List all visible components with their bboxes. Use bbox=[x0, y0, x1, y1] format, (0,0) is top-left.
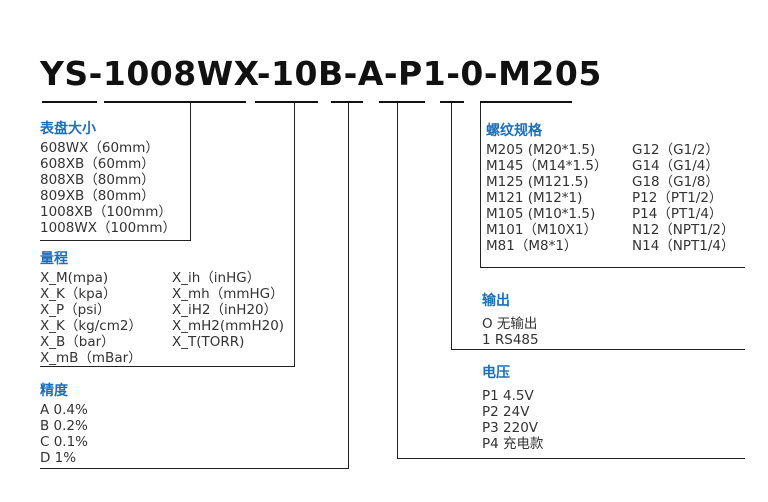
underline-range bbox=[255, 101, 318, 103]
thread-item: M81（M8*1） bbox=[486, 238, 578, 254]
thread-connector-vertical bbox=[480, 103, 482, 268]
range-item: X_ih（inHG） bbox=[172, 270, 261, 286]
accuracy-item: C 0.1% bbox=[40, 434, 89, 450]
voltage-item: P1 4.5V bbox=[482, 388, 534, 404]
model-code: YS-1008WX-10B-A-P1-0-M205 bbox=[40, 54, 602, 93]
accuracy-item: D 1% bbox=[40, 450, 77, 466]
range-item: X_M(mpa) bbox=[40, 270, 109, 286]
range-item: X_mH2(mmH20) bbox=[172, 318, 285, 334]
thread-item: M145（M14*1.5） bbox=[486, 158, 608, 174]
range-item: X_B（bar） bbox=[40, 334, 115, 350]
range-section: 量程 X_M(mpa) X_K（kpa） X_P（psi） X_K（kg/cm2… bbox=[40, 248, 284, 366]
range-item: X_K（kpa） bbox=[40, 286, 117, 302]
thread-connector-bottom bbox=[480, 267, 745, 269]
output-connector-bottom bbox=[451, 349, 745, 351]
underline-accuracy bbox=[331, 101, 363, 103]
output-connector-vertical bbox=[451, 103, 453, 350]
output-title: 输出 bbox=[482, 293, 510, 309]
thread-item: M205 (M20*1.5) bbox=[486, 142, 596, 158]
thread-item: N14（NPT1/4） bbox=[632, 238, 735, 254]
thread-title: 螺纹规格 bbox=[486, 123, 542, 139]
output-section: 输出 O 无输出 1 RS485 bbox=[482, 290, 539, 348]
voltage-connector-bottom bbox=[397, 458, 745, 460]
thread-item: M121 (M12*1) bbox=[486, 190, 583, 206]
size-section: 表盘大小 608WX（60mm） 608XB（60mm） 808XB（80mm）… bbox=[40, 118, 176, 236]
thread-section: 螺纹规格 M205 (M20*1.5) M145（M14*1.5） M125 (… bbox=[486, 120, 735, 254]
accuracy-connector-bottom bbox=[40, 468, 349, 470]
thread-item: P12（PT1/2） bbox=[632, 190, 723, 206]
size-item: 809XB（80mm） bbox=[40, 188, 155, 204]
accuracy-item: B 0.2% bbox=[40, 418, 88, 434]
accuracy-title: 精度 bbox=[40, 383, 68, 399]
thread-item: G14（G1/4） bbox=[632, 158, 719, 174]
voltage-item: P2 24V bbox=[482, 404, 530, 420]
underline-output bbox=[440, 101, 464, 103]
range-connector-bottom bbox=[40, 366, 295, 368]
range-item: X_mB（mBar） bbox=[40, 350, 142, 366]
accuracy-connector-vertical bbox=[348, 103, 350, 469]
thread-item: P14（PT1/4） bbox=[632, 206, 723, 222]
thread-item: M101（M10X1） bbox=[486, 222, 598, 238]
accuracy-item: A 0.4% bbox=[40, 402, 88, 418]
size-connector-bottom bbox=[40, 240, 191, 242]
thread-item: N12（NPT1/2） bbox=[632, 222, 735, 238]
size-item: 808XB（80mm） bbox=[40, 172, 155, 188]
accuracy-section: 精度 A 0.4% B 0.2% C 0.1% D 1% bbox=[40, 380, 88, 466]
range-item: X_iH2（inH20） bbox=[172, 302, 278, 318]
range-item: X_P（psi） bbox=[40, 302, 111, 318]
size-item: 608WX（60mm） bbox=[40, 140, 159, 156]
size-title: 表盘大小 bbox=[40, 121, 96, 137]
output-item: 1 RS485 bbox=[482, 332, 539, 348]
thread-item: G12（G1/2） bbox=[632, 142, 719, 158]
range-item: X_K（kg/cm2） bbox=[40, 318, 142, 334]
output-item: O 无输出 bbox=[482, 316, 538, 332]
voltage-item: P3 220V bbox=[482, 420, 539, 436]
range-item: X_mh（mmHG） bbox=[172, 286, 284, 302]
underline-voltage bbox=[379, 101, 425, 103]
size-item: 608XB（60mm） bbox=[40, 156, 155, 172]
thread-item: M125 (M121.5) bbox=[486, 174, 589, 190]
underline-ys bbox=[42, 101, 97, 103]
size-item: 1008WX（100mm） bbox=[40, 220, 177, 236]
underline-size bbox=[104, 101, 246, 103]
voltage-title: 电压 bbox=[482, 365, 510, 381]
thread-item: M105 (M10*1.5) bbox=[486, 206, 596, 222]
thread-item: G18（G1/8） bbox=[632, 174, 719, 190]
range-title: 量程 bbox=[40, 251, 68, 267]
size-connector-vertical bbox=[190, 103, 192, 241]
range-connector-vertical bbox=[294, 103, 296, 366]
range-item: X_T(TORR) bbox=[172, 334, 245, 350]
underline-thread bbox=[480, 101, 572, 103]
voltage-section: 电压 P1 4.5V P2 24V P3 220V P4 充电款 bbox=[482, 362, 544, 452]
voltage-item: P4 充电款 bbox=[482, 436, 544, 452]
size-item: 1008XB（100mm） bbox=[40, 204, 172, 220]
voltage-connector-vertical bbox=[397, 103, 399, 459]
